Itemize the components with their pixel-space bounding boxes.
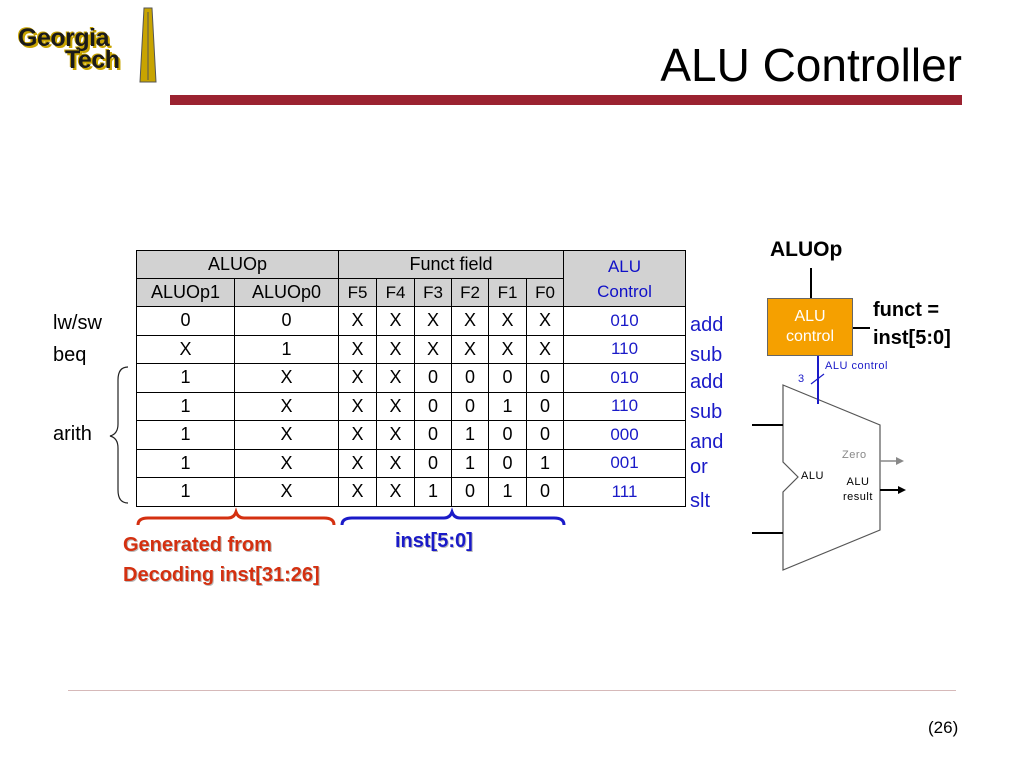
- footer-line: [68, 690, 956, 691]
- label-arith: arith: [53, 423, 92, 445]
- table-group-header-row: ALUOp Funct field ALU Control: [136, 250, 686, 307]
- cell-aluop0: X: [234, 420, 339, 450]
- title-underline-bar: [170, 95, 962, 105]
- cell-alu-control: 110: [563, 334, 686, 364]
- header-aluop1: ALUOp1: [136, 278, 235, 307]
- cell-f5: X: [338, 363, 377, 393]
- op-label: add: [690, 371, 724, 393]
- cell-f3: X: [414, 334, 452, 364]
- red-brace-icon: [136, 507, 336, 526]
- cell-f4: X: [376, 306, 415, 336]
- funct-line-2: inst[5:0]: [873, 327, 951, 349]
- alu-body-shape: [782, 384, 881, 571]
- cell-aluop1: 1: [136, 363, 235, 393]
- alu-control-signal-label: ALU control: [825, 360, 888, 372]
- cell-f1: 0: [488, 420, 527, 450]
- diagram-aluop-label: ALUOp: [770, 238, 843, 261]
- cell-alu-control: 111: [563, 477, 686, 507]
- cell-f0: 1: [526, 448, 564, 478]
- cell-f4: X: [376, 477, 415, 507]
- control-box-line-2: control: [785, 328, 835, 345]
- op-label: sub: [690, 401, 723, 423]
- alu-control-truth-table: ALUOp Funct field ALU Control ALUOp1 ALU…: [136, 250, 686, 507]
- cell-f2: 0: [451, 477, 489, 507]
- result-arrow-icon: [898, 486, 906, 494]
- header-aluop0: ALUOp0: [234, 278, 339, 307]
- header-f3: F3: [414, 278, 452, 307]
- header-f4: F4: [376, 278, 415, 307]
- cell-f0: 0: [526, 391, 564, 421]
- cell-f5: X: [338, 448, 377, 478]
- bus-width-label: 3: [798, 373, 805, 385]
- cell-f2: X: [451, 334, 489, 364]
- cell-f4: X: [376, 420, 415, 450]
- alu-label: ALU: [801, 470, 824, 482]
- generated-from-note: Generated from Decoding inst[31:26]: [123, 530, 320, 590]
- logo-tower-icon: [139, 7, 157, 83]
- cell-alu-control: 000: [563, 420, 686, 450]
- cell-f3: X: [414, 306, 452, 336]
- blue-brace-icon: [340, 507, 566, 526]
- cell-f2: 1: [451, 420, 489, 450]
- cell-alu-control: 010: [563, 306, 686, 336]
- cell-alu-control: 001: [563, 448, 686, 478]
- op-label: sub: [690, 344, 723, 366]
- op-label: and: [690, 431, 724, 453]
- diagram-funct-label: funct = inst[5:0]: [873, 296, 951, 352]
- cell-aluop1: 1: [136, 391, 235, 421]
- cell-aluop1: X: [136, 334, 235, 364]
- bus-slash: [810, 373, 825, 385]
- cell-alu-control: 110: [563, 391, 686, 421]
- logo-text-georgia: Georgia: [18, 24, 109, 52]
- label-lw-sw: lw/sw: [53, 312, 102, 334]
- cell-aluop1: 1: [136, 477, 235, 507]
- table-sub-header-row: ALUOp1 ALUOp0 F5 F4 F3 F2 F1 F0: [136, 278, 686, 307]
- header-aluop: ALUOp: [136, 250, 339, 279]
- arith-brace-icon: [109, 366, 129, 504]
- zero-label: Zero: [842, 449, 867, 461]
- cell-f5: X: [338, 391, 377, 421]
- cell-f5: X: [338, 420, 377, 450]
- alu-result-label: ALU result: [843, 476, 873, 503]
- funct-line-1: funct =: [873, 299, 940, 321]
- cell-aluop0: X: [234, 391, 339, 421]
- page-title: ALU Controller: [660, 39, 962, 91]
- cell-f4: X: [376, 448, 415, 478]
- cell-aluop0: 1: [234, 334, 339, 364]
- cell-f0: 0: [526, 363, 564, 393]
- op-label: slt: [690, 490, 710, 512]
- georgia-tech-logo: Georgia Tech: [18, 4, 157, 83]
- header-f2: F2: [451, 278, 489, 307]
- cell-f1: X: [488, 334, 527, 364]
- alu-control-box: ALU control: [767, 298, 853, 356]
- cell-f5: X: [338, 477, 377, 507]
- logo-text-tech: Tech: [65, 46, 120, 74]
- cell-f3: 1: [414, 477, 452, 507]
- generated-line-1: Generated from: [123, 534, 272, 556]
- op-label: add: [690, 314, 724, 336]
- header-alu-control: ALU Control: [563, 250, 686, 307]
- op-label: or: [690, 456, 708, 478]
- label-beq: beq: [53, 344, 87, 366]
- header-funct-field: Funct field: [338, 250, 564, 279]
- page-number: (26): [928, 718, 959, 737]
- control-box-line-1: ALU: [794, 308, 826, 325]
- zero-arrow-icon: [896, 457, 904, 465]
- cell-f4: X: [376, 363, 415, 393]
- header-f0: F0: [526, 278, 564, 307]
- cell-f0: X: [526, 334, 564, 364]
- header-f5: F5: [338, 278, 377, 307]
- header-f1: F1: [488, 278, 527, 307]
- cell-f1: 0: [488, 448, 527, 478]
- cell-f3: 0: [414, 391, 452, 421]
- inst-note: inst[5:0]: [395, 530, 473, 552]
- generated-line-2: Decoding inst[31:26]: [123, 564, 320, 586]
